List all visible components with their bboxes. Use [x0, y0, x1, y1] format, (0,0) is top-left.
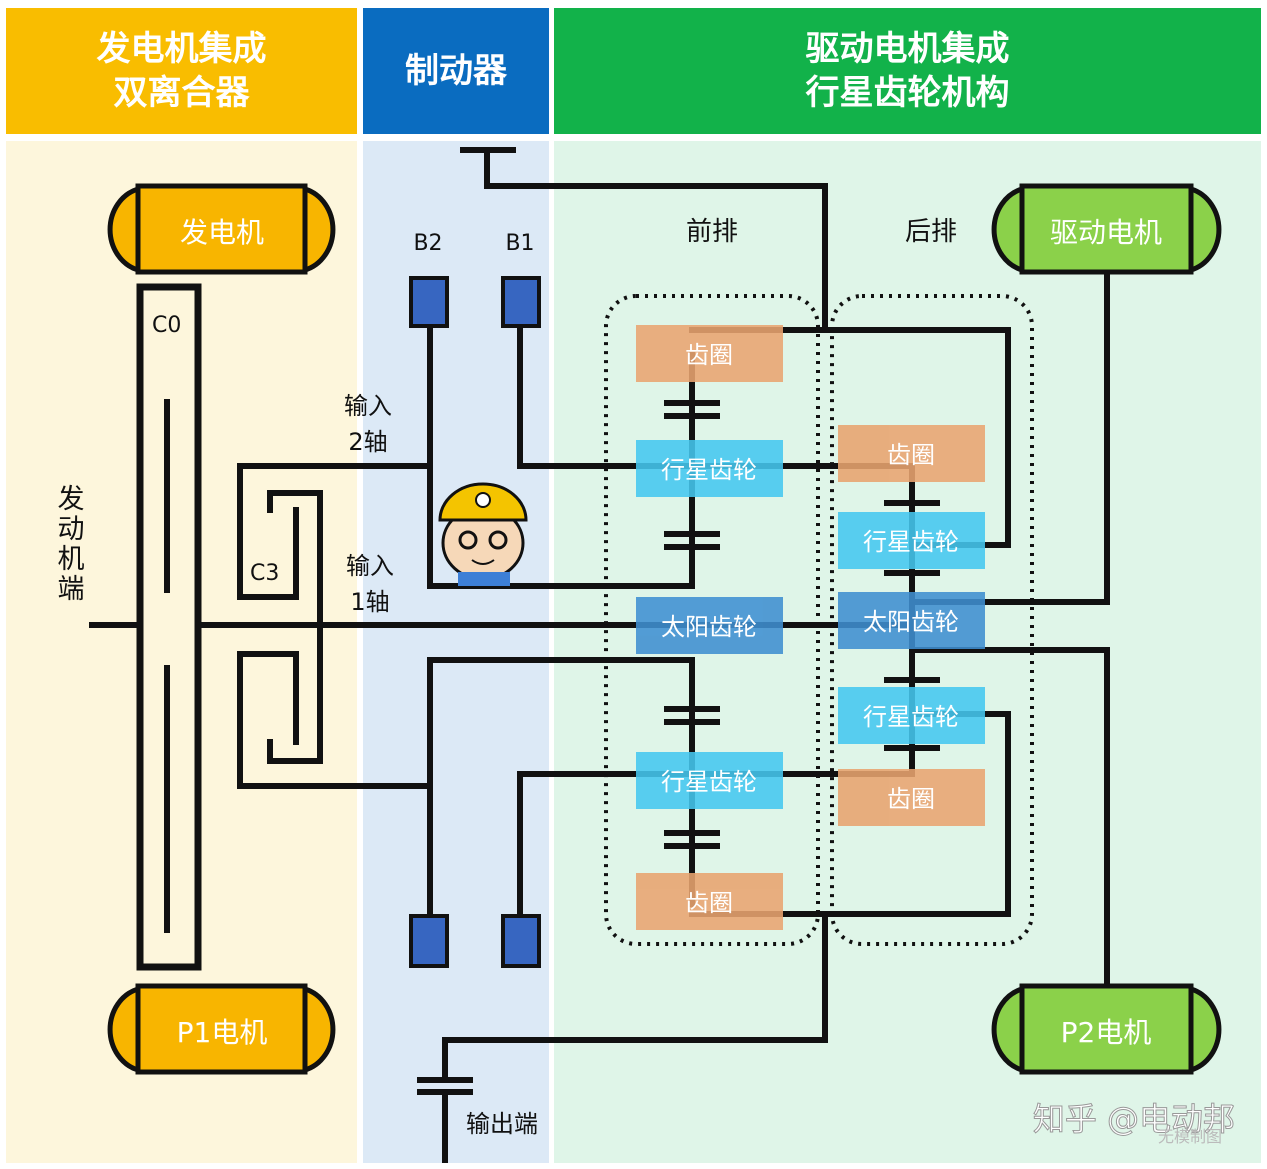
generator-motor-right-cap: [302, 185, 336, 274]
rear-ring-gear-bottom-label: 齿圈: [887, 785, 935, 813]
front-row-outline: [604, 294, 820, 946]
c3-label: C3: [250, 561, 279, 586]
front-ring-gear-top-label: 齿圈: [685, 341, 733, 369]
rear-ring-gear-bottom: [838, 769, 985, 826]
b1-brake-bottom: [501, 914, 541, 968]
front-sun-gear: [636, 597, 783, 654]
p2-motor-right-cap: [1188, 985, 1222, 1074]
generator-label: 发电机: [180, 216, 264, 249]
p1-motor-left-cap: [107, 985, 141, 1074]
input-shaft-2-label-line2: 2轴: [348, 428, 387, 456]
generator-motor: [135, 183, 308, 275]
watermark: 知乎 @电动邦: [1033, 1100, 1235, 1138]
drive-motor-left-cap: [991, 185, 1025, 274]
p2-motor: [1019, 983, 1194, 1075]
p2-motor-link: [909, 647, 1110, 993]
input-shaft-2-label-line1: 输入: [344, 392, 392, 420]
header-drive-gearset: 驱动电机集成 行星齿轮机构: [554, 8, 1261, 134]
output-end-label: 输出端: [466, 1110, 538, 1138]
front-planet-gear-bottom: [636, 752, 783, 809]
header-brake: 制动器: [363, 8, 549, 134]
rear-ring-gear-top: [838, 425, 985, 482]
rear-sun-gear: [838, 592, 985, 649]
output-link: [442, 911, 828, 1083]
p2-motor-label: P2电机: [1061, 1016, 1152, 1049]
front-ring-gear-bottom: [636, 873, 783, 930]
header-drive-gearset-text: 驱动电机集成 行星齿轮机构: [805, 29, 1010, 113]
p1-motor-label: P1电机: [177, 1016, 268, 1049]
rear-planet-gear-bottom-label: 行星齿轮: [863, 703, 959, 731]
drive-motor: [1019, 183, 1194, 275]
mascot-engineer-icon: [438, 482, 528, 586]
b2-brake-top: [409, 276, 449, 328]
front-row-label: 前排: [686, 217, 738, 247]
drive-motor-label: 驱动电机: [1050, 216, 1162, 249]
c3-clutch-lower: [237, 651, 433, 789]
rear-row-outline: [830, 294, 1034, 946]
rear-planet-gear-bottom: [838, 687, 985, 744]
ground-link: [484, 147, 828, 333]
c3-clutch-upper: [237, 463, 433, 600]
header-generator-clutch: 发电机集成 双离合器: [6, 8, 357, 134]
generator-motor-left-cap: [107, 185, 141, 274]
c3-clutch-lower-plate: [267, 622, 323, 764]
c0-label: C0: [152, 313, 181, 338]
front-planet-gear-bottom-label: 行星齿轮: [661, 768, 757, 796]
input-shaft-1-label-line1: 输入: [346, 552, 394, 580]
drive-motor-right-cap: [1188, 185, 1222, 274]
p1-motor-right-cap: [302, 985, 336, 1074]
rear-ring-gear-top-label: 齿圈: [887, 441, 935, 469]
front-sun-gear-label: 太阳齿轮: [661, 613, 757, 641]
p2-motor-left-cap: [991, 985, 1025, 1074]
rear-planet-gear-top-label: 行星齿轮: [863, 528, 959, 556]
header-brake-text: 制动器: [405, 51, 507, 91]
front-ring-gear-bottom-label: 齿圈: [685, 889, 733, 917]
b1-brake-top: [501, 276, 541, 328]
rear-planet-gear-top: [838, 512, 985, 569]
front-planet-gear-top-label: 行星齿轮: [661, 456, 757, 484]
engine-end-text: 发动机端: [57, 484, 85, 605]
b2-label: B2: [413, 231, 442, 256]
front-ring-gear-top: [636, 325, 783, 382]
b2-brake-bottom: [409, 914, 449, 968]
header-generator-clutch-text: 发电机集成 双离合器: [96, 29, 267, 113]
input-shaft-1-label-line2: 1轴: [350, 588, 389, 616]
c3-clutch-upper-plate: [267, 490, 323, 628]
engine-end-label: 发动机端: [55, 485, 87, 605]
rear-row-label: 后排: [905, 217, 957, 247]
rear-sun-gear-label: 太阳齿轮: [863, 608, 959, 636]
watermark-sub: 无模制图: [1158, 1127, 1222, 1146]
b1-label: B1: [505, 231, 534, 256]
p1-motor: [135, 983, 308, 1075]
front-planet-gear-top: [636, 440, 783, 497]
